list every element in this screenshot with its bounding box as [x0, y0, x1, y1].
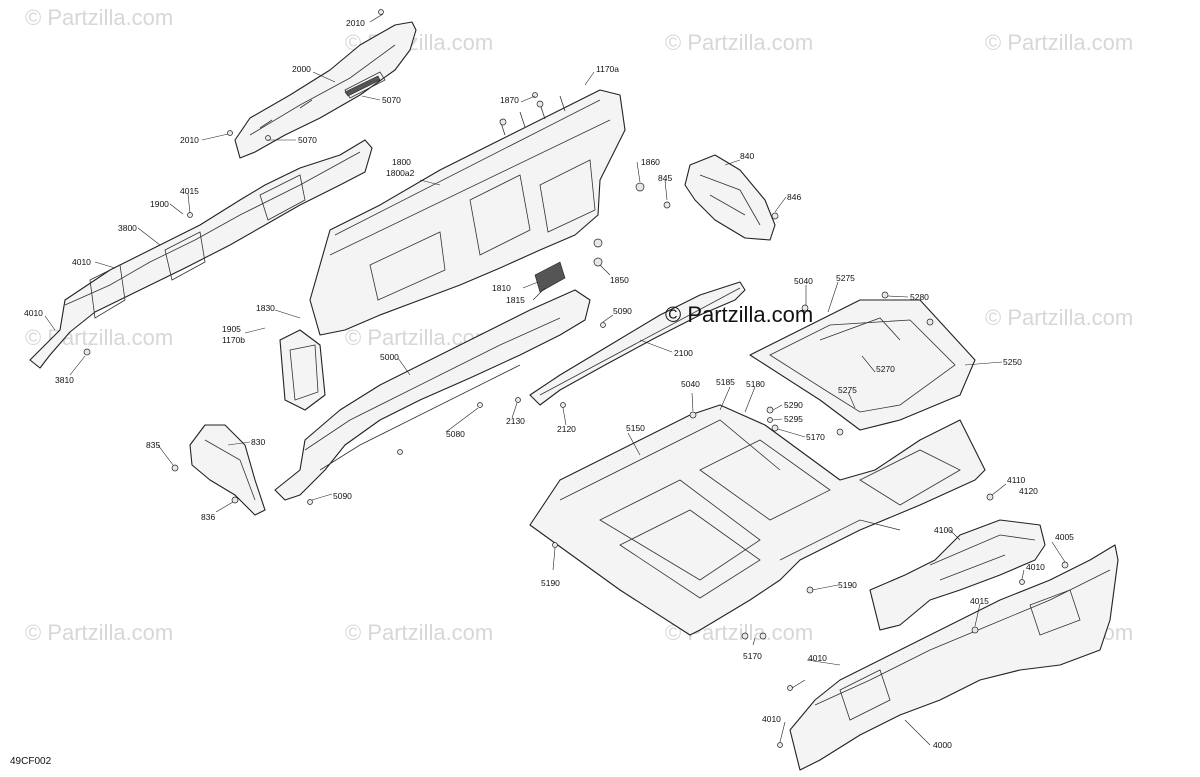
callout-4100[interactable]: 4100 — [934, 525, 953, 535]
diagram-reference-code: 49CF002 — [10, 756, 52, 767]
part-5250-rear-tray[interactable] — [749, 299, 976, 431]
part-840-corner-panel[interactable] — [684, 154, 776, 241]
callout-4010[interactable]: 4010 — [72, 257, 91, 267]
part-2000-bracket[interactable] — [234, 21, 417, 159]
callout-5040[interactable]: 5040 — [681, 379, 700, 389]
callout-4015[interactable]: 4015 — [180, 186, 199, 196]
callout-5275[interactable]: 5275 — [836, 273, 855, 283]
callout-5190[interactable]: 5190 — [838, 580, 857, 590]
part-3800-left-rail[interactable] — [29, 139, 373, 369]
callout-5150[interactable]: 5150 — [626, 423, 645, 433]
callout-5270[interactable]: 5270 — [876, 364, 895, 374]
callout-5295[interactable]: 5295 — [784, 414, 803, 424]
callout-835[interactable]: 835 — [146, 440, 160, 450]
callout-2010[interactable]: 2010 — [180, 135, 199, 145]
leader-lines — [44, 13, 1066, 746]
callout-5090[interactable]: 5090 — [613, 306, 632, 316]
callout-1800a2[interactable]: 1800a2 — [386, 168, 415, 178]
hardware-fasteners — [83, 9, 1069, 748]
callout-3810[interactable]: 3810 — [55, 375, 74, 385]
callout-5080[interactable]: 5080 — [446, 429, 465, 439]
callout-1830[interactable]: 1830 — [256, 303, 275, 313]
callout-5070[interactable]: 5070 — [382, 95, 401, 105]
callout-5070[interactable]: 5070 — [298, 135, 317, 145]
callout-846[interactable]: 846 — [787, 192, 801, 202]
callout-1800[interactable]: 1800 — [392, 157, 411, 167]
callout-5000[interactable]: 5000 — [380, 352, 399, 362]
callout-5185[interactable]: 5185 — [716, 377, 735, 387]
callout-4010[interactable]: 4010 — [808, 653, 827, 663]
callout-4000[interactable]: 4000 — [933, 740, 952, 750]
callout-830[interactable]: 830 — [251, 437, 265, 447]
callout-2130[interactable]: 2130 — [506, 416, 525, 426]
callout-labels: 2010 2000 5070 2010 5070 4015 1900 3800 … — [24, 18, 1074, 750]
callout-1815[interactable]: 1815 — [506, 295, 525, 305]
callout-5275[interactable]: 5275 — [838, 385, 857, 395]
callout-4010[interactable]: 4010 — [1026, 562, 1045, 572]
watermark: © Partzilla.com — [25, 620, 173, 645]
callout-1170b[interactable]: 1170b — [222, 335, 245, 345]
callout-4015[interactable]: 4015 — [970, 596, 989, 606]
part-1800-bulkhead[interactable] — [279, 89, 626, 411]
part-5000-side-rail[interactable] — [274, 289, 591, 501]
callout-5290[interactable]: 5290 — [784, 400, 803, 410]
watermark: © Partzilla.com — [985, 30, 1133, 55]
callout-2100[interactable]: 2100 — [674, 348, 693, 358]
watermark: © Partzilla.com — [345, 620, 493, 645]
callout-4110[interactable]: 4110 — [1007, 475, 1026, 485]
callout-1900[interactable]: 1900 — [150, 199, 169, 209]
callout-2000[interactable]: 2000 — [292, 64, 311, 74]
center-watermark: © Partzilla.com — [665, 302, 813, 327]
callout-5190[interactable]: 5190 — [541, 578, 560, 588]
callout-4010[interactable]: 4010 — [24, 308, 43, 318]
watermark: © Partzilla.com — [665, 30, 813, 55]
callout-5090[interactable]: 5090 — [333, 491, 352, 501]
watermark: © Partzilla.com — [25, 5, 173, 30]
callout-5040[interactable]: 5040 — [794, 276, 813, 286]
watermark: © Partzilla.com — [985, 305, 1133, 330]
callout-1905[interactable]: 1905 — [222, 324, 241, 334]
callout-5180[interactable]: 5180 — [746, 379, 765, 389]
callout-4120[interactable]: 4120 — [1019, 486, 1038, 496]
callout-5250[interactable]: 5250 — [1003, 357, 1022, 367]
callout-1860[interactable]: 1860 — [641, 157, 660, 167]
callout-2120[interactable]: 2120 — [557, 424, 576, 434]
callout-5280[interactable]: 5280 — [910, 292, 929, 302]
callout-5170[interactable]: 5170 — [806, 432, 825, 442]
callout-1170a[interactable]: 1170a — [596, 64, 619, 74]
callout-3800[interactable]: 3800 — [118, 223, 137, 233]
part-4100-tunnel[interactable] — [869, 519, 1046, 631]
callout-1870[interactable]: 1870 — [500, 95, 519, 105]
part-2100-crossbar[interactable] — [529, 281, 746, 406]
part-4000-right-rail[interactable] — [789, 544, 1119, 771]
callout-2010[interactable]: 2010 — [346, 18, 365, 28]
part-830-end-cap[interactable] — [189, 424, 266, 516]
callout-5170[interactable]: 5170 — [743, 651, 762, 661]
watermarks: © Partzilla.com © Partzilla.com © Partzi… — [25, 5, 1133, 645]
callout-845[interactable]: 845 — [658, 173, 672, 183]
callout-1850[interactable]: 1850 — [610, 275, 629, 285]
callout-836[interactable]: 836 — [201, 512, 215, 522]
callout-4005[interactable]: 4005 — [1055, 532, 1074, 542]
part-5150-floor-panel[interactable] — [529, 404, 986, 636]
callout-840[interactable]: 840 — [740, 151, 754, 161]
callout-1810[interactable]: 1810 — [492, 283, 511, 293]
callout-4010[interactable]: 4010 — [762, 714, 781, 724]
